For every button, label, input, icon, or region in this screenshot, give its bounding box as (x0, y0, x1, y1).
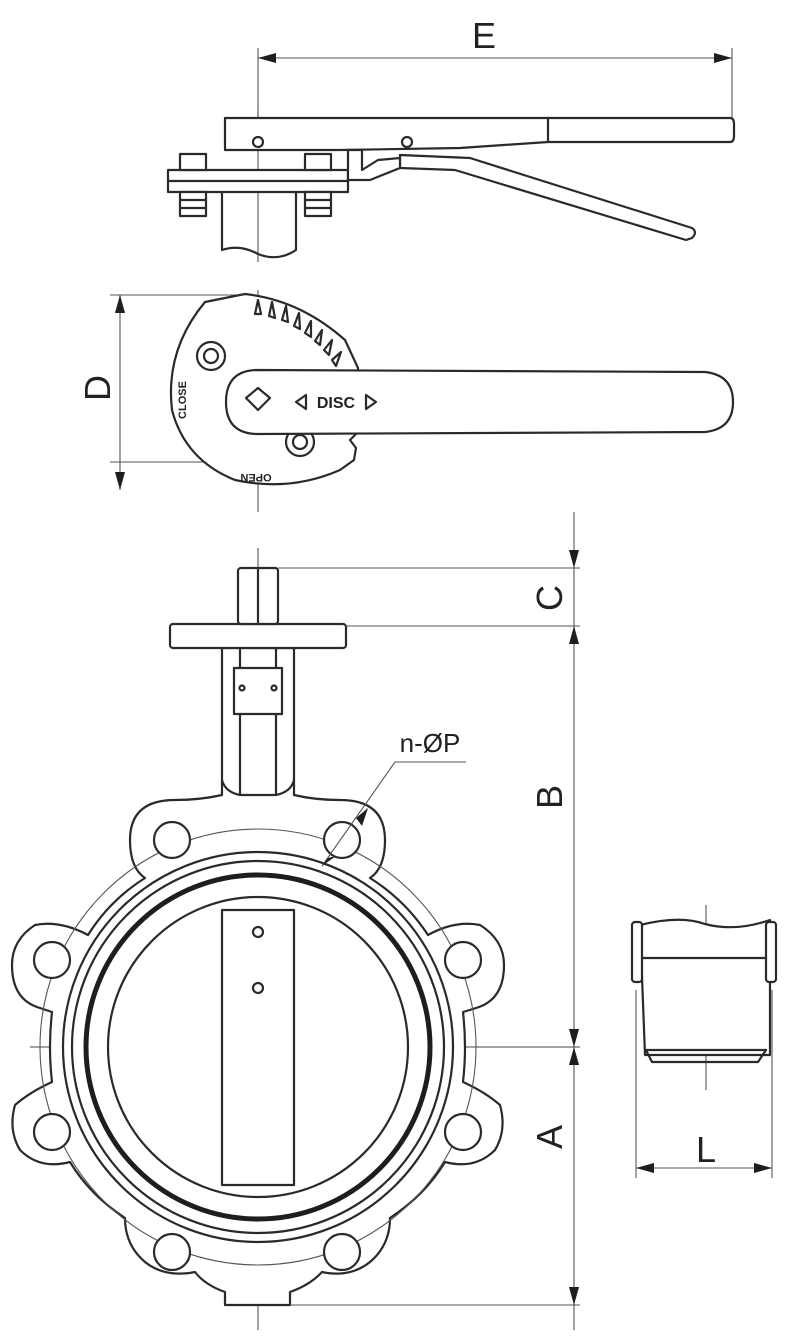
dimension-label-c: C (529, 585, 570, 611)
disc-label: DISC (317, 395, 356, 412)
dimension-label-b: B (529, 785, 570, 809)
valve-side-view: L (630, 905, 778, 1178)
dimension-label-a: A (529, 1125, 570, 1149)
bolt-holes-callout: n-ØP (400, 728, 461, 758)
close-label: CLOSE (177, 381, 189, 419)
lever-side-view: E (166, 15, 736, 262)
detent-teeth (253, 298, 343, 368)
lever-plate-view: D CLOSE OPEN DISC (77, 290, 735, 512)
dimension-label-e: E (472, 15, 496, 56)
bolt-holes (32, 820, 483, 1272)
open-label: OPEN (240, 471, 271, 483)
valve-front-view: n-ØP C B A (10, 512, 580, 1330)
dimension-label-d: D (77, 375, 118, 401)
dimension-label-l: L (696, 1129, 716, 1170)
